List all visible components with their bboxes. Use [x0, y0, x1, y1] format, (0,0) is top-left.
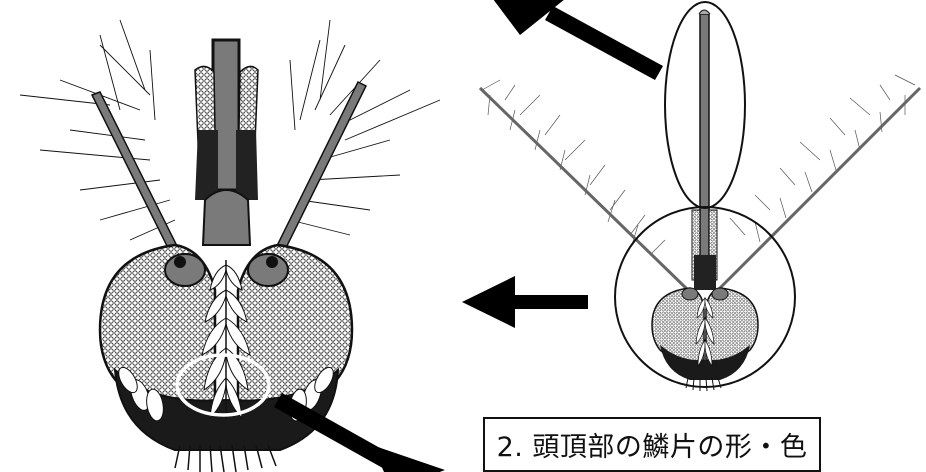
clypeus — [201, 189, 252, 246]
arrow-middle — [462, 276, 588, 328]
overview-right-antenna — [716, 86, 922, 292]
vertex-highlight — [175, 353, 271, 417]
mosquito-head-overview — [478, 1, 922, 392]
vertex-scales — [201, 264, 251, 420]
caption-box: 2. 頭頂部の鱗片の形・色 — [483, 417, 821, 472]
left-palp-dark — [195, 130, 218, 200]
overview-antenna-hairs — [481, 74, 916, 256]
mosquito-head-closeup — [19, 19, 441, 472]
arrow-upper — [493, 0, 663, 80]
right-antenna — [266, 80, 368, 270]
caption-text: 2. 頭頂部の鱗片の形・色 — [496, 432, 808, 463]
right-antenna-hairs — [289, 19, 441, 236]
overview-left-antenna — [478, 86, 690, 292]
arrows — [274, 0, 663, 472]
overview-proboscis — [699, 13, 710, 275]
arrow-lower — [274, 393, 445, 472]
right-palp-dark — [236, 130, 258, 200]
head-outline — [614, 206, 796, 388]
bottom-fringe — [174, 444, 277, 472]
